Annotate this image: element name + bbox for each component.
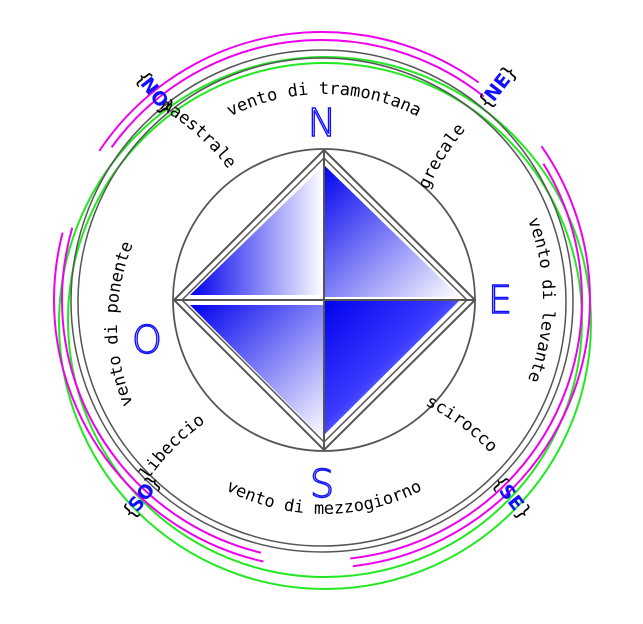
ordinal-badge-ne: { NE }: [473, 60, 522, 113]
cardinal-east: E: [488, 278, 512, 322]
wind-label-se: scirocco: [423, 392, 502, 457]
cardinal-north: N: [308, 101, 336, 145]
diamond-quadrant-ne: [324, 165, 460, 297]
diamond-quadrant-nw: [190, 165, 324, 295]
wind-label-east: vento di levante: [523, 215, 558, 386]
cardinal-west: O: [132, 318, 162, 362]
wind-label-ne: grecale: [414, 120, 469, 192]
diamond-quadrant-sw: [190, 305, 324, 440]
ordinal-badge-se: { SE }: [488, 471, 537, 524]
